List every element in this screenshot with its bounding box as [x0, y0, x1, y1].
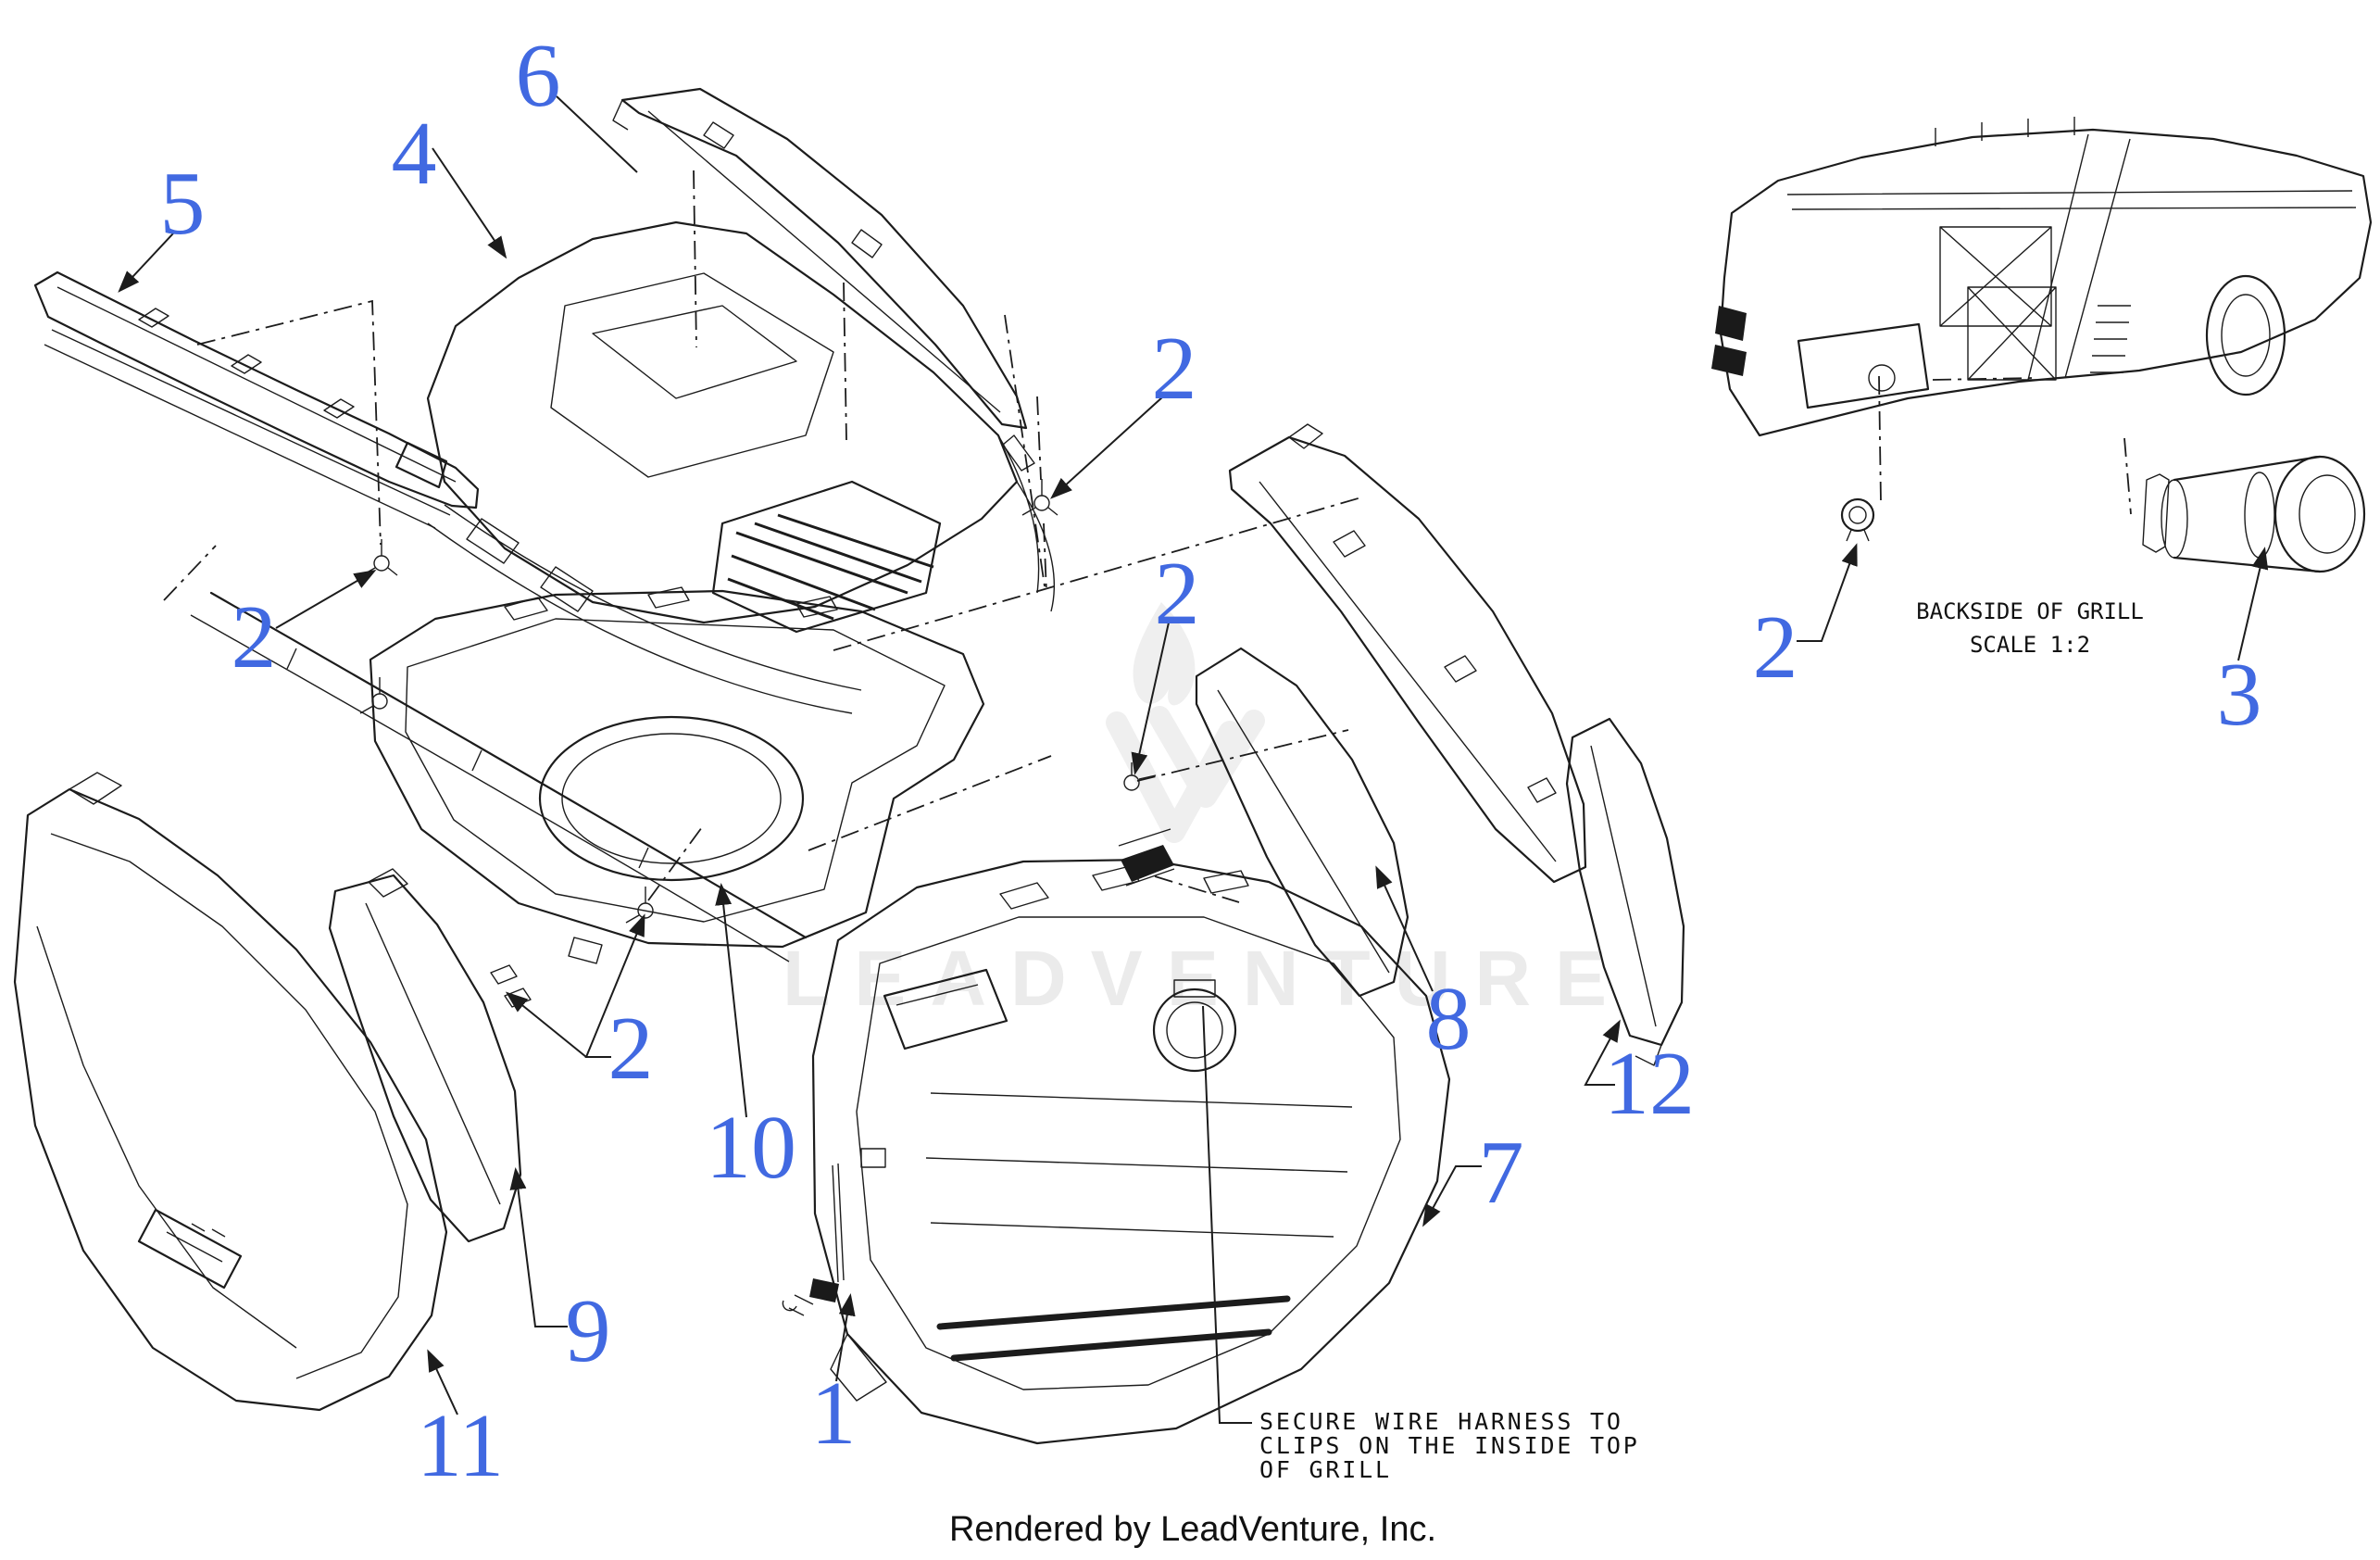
inset-bolt: [1840, 497, 1875, 542]
leadventure-watermark-text: LEADVENTURE: [783, 935, 1632, 1022]
callout-3: 3: [2216, 645, 2262, 745]
callout-1: 1: [810, 1364, 857, 1464]
callout-5: 5: [159, 154, 206, 254]
callout-8: 8: [1425, 969, 1472, 1069]
part-12-trim-strip: [1565, 717, 1685, 1066]
callout-2-left: 2: [231, 587, 277, 687]
leadventure-flame-watermark: [1106, 602, 1265, 843]
callout-6: 6: [515, 26, 561, 126]
rendered-by-footer: Rendered by LeadVenture, Inc.: [948, 1510, 1437, 1549]
wire-harness-note-line1: SECURE WIRE HARNESS TO: [1259, 1408, 1623, 1435]
part-10-fan-shroud: [369, 586, 985, 964]
callout-2-mid: 2: [1154, 544, 1200, 644]
inset-caption: BACKSIDE OF GRILL SCALE 1:2: [1808, 595, 2252, 661]
callout-2-lower: 2: [608, 999, 654, 1099]
part-6-top-trim: [612, 87, 1035, 472]
part-11-bumper: [13, 772, 448, 1412]
inset-grill-backside: [1711, 117, 2373, 573]
callout-2-inset: 2: [1752, 598, 1798, 698]
inset-tube-part: [2142, 455, 2366, 573]
callout-2-top: 2: [1151, 319, 1197, 419]
part-1-clip-and-screw: [782, 1163, 845, 1316]
wire-harness-note-line2: CLIPS ON THE INSIDE TOP: [1259, 1432, 1640, 1459]
callout-11: 11: [416, 1396, 505, 1496]
screw-icon: [625, 887, 654, 924]
part-4-hood: [426, 220, 1056, 714]
wire-harness-note-line3: OF GRILL: [1259, 1456, 1392, 1483]
screw-icon: [361, 539, 398, 576]
callout-leader-lines: [118, 95, 2269, 1424]
inset-caption-line1: BACKSIDE OF GRILL: [1916, 598, 2144, 624]
screw-icon: [359, 677, 388, 714]
callout-10: 10: [706, 1098, 796, 1198]
callout-9: 9: [565, 1281, 611, 1381]
wire-harness-note: SECURE WIRE HARNESS TO CLIPS ON THE INSI…: [1259, 1410, 1640, 1482]
callout-4: 4: [391, 104, 437, 204]
inset-caption-line2: SCALE 1:2: [1969, 632, 2091, 658]
callout-7: 7: [1478, 1123, 1524, 1223]
part-5-upper-trim: [33, 270, 808, 962]
screw-icon: [1021, 479, 1058, 516]
construction-lines: [163, 170, 2132, 903]
callout-12: 12: [1604, 1034, 1695, 1134]
part-9-side-strip: [328, 868, 522, 1243]
part-7-grill-housing: [811, 828, 1451, 1445]
clip-icon: [490, 964, 532, 1008]
